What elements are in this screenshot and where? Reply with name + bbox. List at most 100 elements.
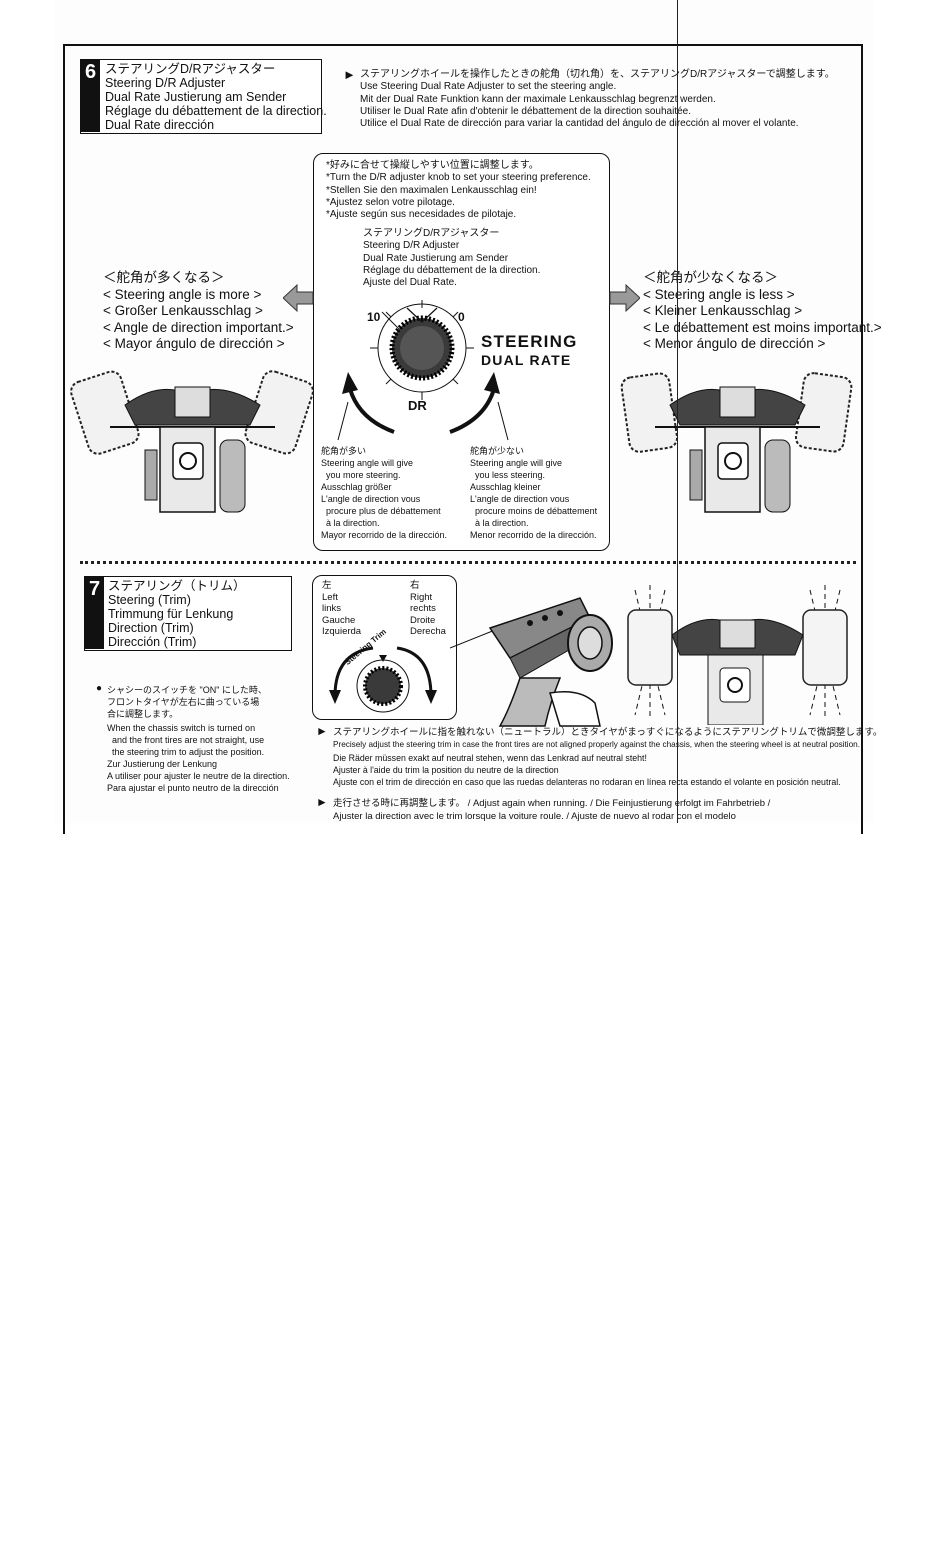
note-fr: A utiliser pour ajuster le neutre de la … bbox=[107, 771, 290, 781]
adjuster-label-en: Steering D/R Adjuster bbox=[363, 240, 460, 252]
angle-less-en: < Steering angle is less > bbox=[643, 286, 795, 302]
dial-pointer bbox=[406, 307, 438, 323]
tip-ja: *好みに合せて操縦しやすい位置に調整します。 bbox=[326, 160, 539, 171]
section-7-header: 7 ステアリング（トリム） Steering (Trim) Trimmung f… bbox=[84, 576, 292, 651]
section-divider bbox=[80, 561, 856, 564]
intro-fr: Utiliser le Dual Rate afin d'obtenir le … bbox=[360, 105, 691, 117]
transmitter-illustration bbox=[450, 597, 613, 727]
dual-rate-tips: *好みに合せて操縦しやすい位置に調整します。 *Turn the D/R adj… bbox=[326, 160, 591, 221]
right-en: Right bbox=[410, 591, 433, 603]
less-steering-text: 舵角が少ない Steering angle will give you less… bbox=[470, 445, 597, 541]
less-fr-1: L'angle de direction vous bbox=[470, 494, 570, 504]
more-fr-1: L'angle de direction vous bbox=[321, 494, 421, 504]
dr-adjuster-label: ステアリングD/Rアジャスター Steering D/R Adjuster Du… bbox=[363, 228, 540, 289]
right-fr: Droite bbox=[410, 614, 436, 626]
leader-less bbox=[497, 401, 509, 441]
instr1-de: Die Räder müssen exakt auf neutral stehe… bbox=[333, 752, 647, 763]
less-ja: 舵角が少ない bbox=[470, 446, 525, 456]
left-de: links bbox=[322, 603, 342, 614]
angle-less-fr: < Le débattement est moins important.> bbox=[643, 319, 882, 335]
tip-fr: *Ajustez selon votre pilotage. bbox=[326, 196, 455, 208]
adjuster-label-fr: Réglage du débattement de la direction. bbox=[363, 264, 541, 276]
adjuster-label-ja: ステアリングD/Rアジャスター bbox=[363, 228, 500, 239]
adjuster-label-de: Dual Rate Justierung am Sender bbox=[363, 252, 509, 264]
angle-less-de: < Kleiner Lenkausschlag > bbox=[643, 303, 803, 318]
instr1-es: Ajuste con el trim de dirección en caso … bbox=[333, 777, 841, 788]
right-ja: 右 bbox=[410, 580, 420, 591]
left-en: Left bbox=[322, 591, 338, 603]
title7-en: Steering (Trim) bbox=[108, 593, 191, 607]
note-en-2: and the front tires are not straight, us… bbox=[112, 735, 265, 745]
arrow-more bbox=[342, 372, 358, 394]
title7-es: Dirección (Trim) bbox=[108, 635, 197, 649]
dial-label-dr: DR bbox=[408, 398, 427, 413]
left-ja: 左 bbox=[322, 580, 332, 591]
section-6-number: 6 bbox=[81, 60, 100, 132]
trim-dial-illustration bbox=[329, 646, 437, 713]
trim-note: シャシーのスイッチを "ON" にした時、 フロントタイヤが左右に曲っている場 … bbox=[107, 684, 290, 794]
tip-en: *Turn the D/R adjuster knob to set your … bbox=[326, 172, 591, 184]
title-de: Dual Rate Justierung am Sender bbox=[105, 90, 287, 104]
note-en-1: When the chassis switch is turned on bbox=[107, 723, 256, 733]
less-fr-2: procure moins de débattement bbox=[475, 506, 598, 516]
chassis-less-angle-illustration bbox=[620, 372, 853, 513]
chassis-more-angle-illustration bbox=[70, 370, 314, 513]
note-en-3: the steering trim to adjust the position… bbox=[112, 747, 265, 757]
trim-instructions: ステアリングホイールに指を触れない（ニュートラル）ときタイヤがまっすぐになるよう… bbox=[333, 727, 882, 788]
arc-less bbox=[449, 388, 496, 434]
note-ja-2: フロントタイヤが左右に曲っている場 bbox=[107, 697, 260, 707]
note-de: Zur Justierung der Lenkung bbox=[107, 759, 218, 769]
right-es: Derecha bbox=[410, 626, 446, 637]
instr2-arrow: ► bbox=[316, 795, 328, 809]
left-grey-arrow-icon bbox=[283, 283, 314, 313]
more-en-1: Steering angle will give bbox=[321, 458, 414, 468]
section-6-header: 6 ステアリングD/Rアジャスター Steering D/R Adjuster … bbox=[80, 59, 327, 134]
right-de: rechts bbox=[410, 603, 436, 614]
less-fr-3: à la direction. bbox=[475, 518, 529, 528]
note-ja-1: シャシーのスイッチを "ON" にした時、 bbox=[107, 685, 267, 695]
instr2-line-1: 走行させる時に再調整します。 / Adjust again when runni… bbox=[333, 798, 771, 809]
title7-de: Trimmung für Lenkung bbox=[108, 607, 234, 621]
title-en: Steering D/R Adjuster bbox=[105, 76, 226, 90]
less-en-1: Steering angle will give bbox=[470, 458, 563, 468]
more-fr-3: à la direction. bbox=[326, 518, 380, 528]
angle-more-labels: ＜舵角が多くなる＞ < Steering angle is more > < G… bbox=[103, 270, 294, 353]
note-bullet: ● bbox=[96, 683, 103, 694]
tip-de: *Stellen Sie den maximalen Lenkausschlag… bbox=[326, 184, 537, 196]
dial-ticks bbox=[370, 300, 474, 400]
tip-es: *Ajuste según sus necesidades de pilotaj… bbox=[326, 209, 517, 221]
section-6-intro-arrow: ► bbox=[343, 67, 356, 82]
trim-left-labels: 左 Left links Gauche Izquierda bbox=[322, 580, 361, 638]
title-fr: Réglage du débattement de la direction. bbox=[105, 104, 327, 118]
chassis-trim-illustration bbox=[627, 585, 848, 725]
angle-less-labels: ＜舵角が少なくなる＞ < Steering angle is less > < … bbox=[643, 270, 882, 353]
title-es: Dual Rate dirección bbox=[105, 118, 215, 132]
less-de: Ausschlag kleiner bbox=[470, 482, 541, 492]
less-en-2: you less steering. bbox=[475, 470, 546, 480]
angle-more-ja: ＜舵角が多くなる＞ bbox=[103, 270, 225, 285]
more-es: Mayor recorrido de la dirección. bbox=[321, 530, 448, 540]
title7-fr: Direction (Trim) bbox=[108, 621, 194, 635]
dr-knob-core bbox=[400, 326, 444, 370]
angle-more-en: < Steering angle is more > bbox=[103, 286, 262, 302]
scan-artifact-line bbox=[677, 0, 678, 823]
more-fr-2: procure plus de débattement bbox=[326, 506, 441, 516]
adjust-when-running: 走行させる時に再調整します。 / Adjust again when runni… bbox=[333, 798, 770, 823]
angle-less-es: < Menor ángulo de dirección > bbox=[643, 336, 826, 351]
section-7-titles: ステアリング（トリム） Steering (Trim) Trimmung für… bbox=[108, 579, 246, 649]
note-es: Para ajustar el punto neutro de la direc… bbox=[107, 783, 279, 793]
instr2-line-2: Ajuster la direction avec le trim lorsqu… bbox=[333, 810, 736, 822]
dial-label-10: 10 bbox=[367, 310, 381, 324]
title7-ja: ステアリング（トリム） bbox=[108, 579, 246, 593]
steering-trim-panel: 左 Left links Gauche Izquierda 右 Right re… bbox=[312, 575, 457, 720]
left-es: Izquierda bbox=[322, 626, 362, 637]
intro-ja: ステアリングホイールを操作したときの舵角（切れ角）を、ステアリングD/Rアジャス… bbox=[360, 69, 835, 80]
instr1-en: Precisely adjust the steering trim in ca… bbox=[333, 740, 861, 750]
adjuster-label-es: Ajuste del Dual Rate. bbox=[363, 277, 457, 289]
more-de: Ausschlag größer bbox=[321, 482, 392, 492]
intro-es: Utilice el Dual Rate de dirección para v… bbox=[360, 118, 799, 130]
note-ja-3: 合に調整します。 bbox=[107, 709, 179, 719]
more-ja: 舵角が多い bbox=[321, 446, 367, 456]
more-steering-text: 舵角が多い Steering angle will give you more … bbox=[321, 445, 447, 541]
instr1-arrow: ► bbox=[316, 724, 328, 738]
